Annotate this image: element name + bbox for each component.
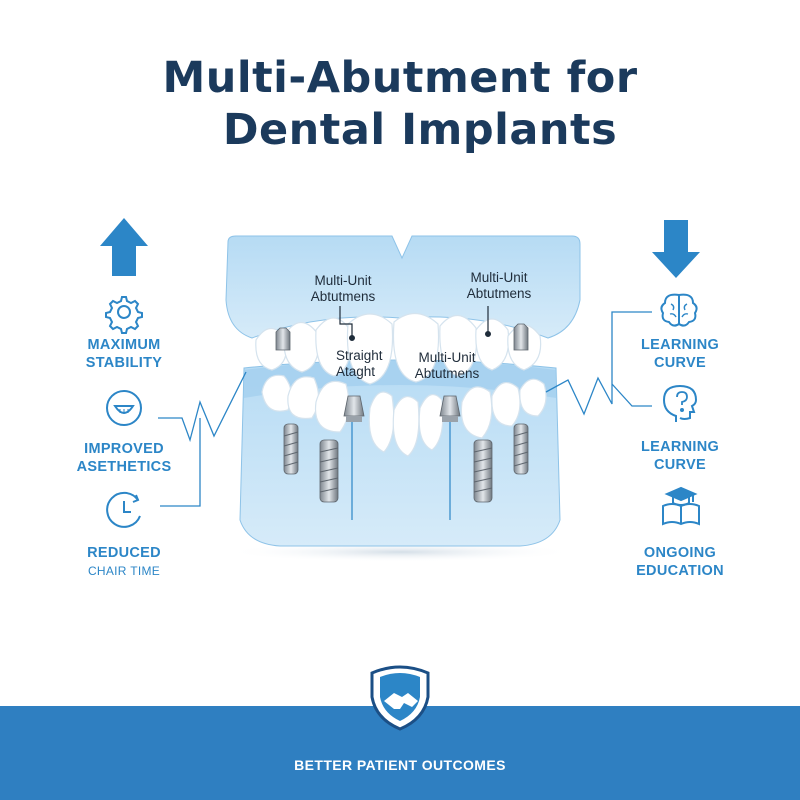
callout-multi-unit-right: Multi-Unit Abtutmens xyxy=(444,270,554,302)
challenge-line-1: LEARNING xyxy=(640,337,720,353)
benefit-line-2: ASETHETICS xyxy=(76,459,172,475)
callout-multi-unit-center: Multi-Unit Abtutmens xyxy=(402,350,492,382)
page-title: Multi-Abutment for Dental Implants xyxy=(0,52,800,156)
base-shadow xyxy=(225,542,575,562)
question-head-icon xyxy=(662,384,698,422)
callout-line-1: Straight xyxy=(336,348,383,363)
callout-line-1: Multi-Unit xyxy=(314,273,372,288)
graduation-book-icon xyxy=(662,486,700,526)
benefit-line-1: IMPROVED xyxy=(84,441,164,457)
challenge-line-1: ONGOING xyxy=(643,545,717,561)
challenge-learning-curve-2: LEARNING CURVE xyxy=(610,438,750,474)
challenge-line-1: LEARNING xyxy=(640,439,720,455)
lower-teeth xyxy=(261,374,547,457)
handshake-shield-icon xyxy=(370,665,430,731)
callout-multi-unit-left: Multi-Unit Abtutmens xyxy=(288,273,398,305)
benefit-line-1: MAXIMUM xyxy=(87,337,161,353)
callout-line-1: Multi-Unit xyxy=(470,270,528,285)
challenge-line-2: CURVE xyxy=(654,355,706,371)
benefit-line-1: REDUCED xyxy=(87,545,161,561)
challenge-ongoing-education: ONGOING EDUCATION xyxy=(610,544,750,580)
footer-text: BETTER PATIENT OUTCOMES xyxy=(294,757,506,773)
benefit-improved-asethetics: IMPROVED ASETHETICS xyxy=(54,440,194,476)
callout-line-2: Abtutmens xyxy=(310,289,376,304)
benefit-line-2: CHAIR TIME xyxy=(87,564,161,578)
up-arrow-icon xyxy=(100,218,148,276)
right-connector-lines xyxy=(545,311,652,416)
upper-teeth xyxy=(255,312,542,385)
challenge-line-2: EDUCATION xyxy=(636,563,724,579)
clock-icon xyxy=(106,491,141,528)
benefit-line-2: STABILITY xyxy=(85,355,163,371)
callout-line-1: Multi-Unit xyxy=(418,350,476,365)
callout-line-2: Abtutmens xyxy=(466,286,532,301)
title-line-2: Dental Implants xyxy=(222,105,618,155)
brain-icon xyxy=(660,293,698,327)
title-line-1: Multi-Abutment for xyxy=(162,53,638,103)
down-arrow-icon xyxy=(652,220,700,278)
challenge-learning-curve-1: LEARNING CURVE xyxy=(610,336,750,372)
challenge-line-2: CURVE xyxy=(654,457,706,473)
callout-line-2: Ataght xyxy=(336,364,376,379)
smile-icon xyxy=(106,390,142,426)
callout-line-2: Abtutmens xyxy=(414,366,480,381)
gear-icon xyxy=(105,296,143,334)
benefit-reduced-chair-time: REDUCED CHAIR TIME xyxy=(54,544,194,580)
benefit-maximum-stability: MAXIMUM STABILITY xyxy=(54,336,194,372)
callout-straight: Straight Ataght xyxy=(336,348,412,380)
left-connector-lines xyxy=(158,371,247,507)
callout-leaders xyxy=(339,306,492,342)
implant-posts xyxy=(275,323,529,520)
